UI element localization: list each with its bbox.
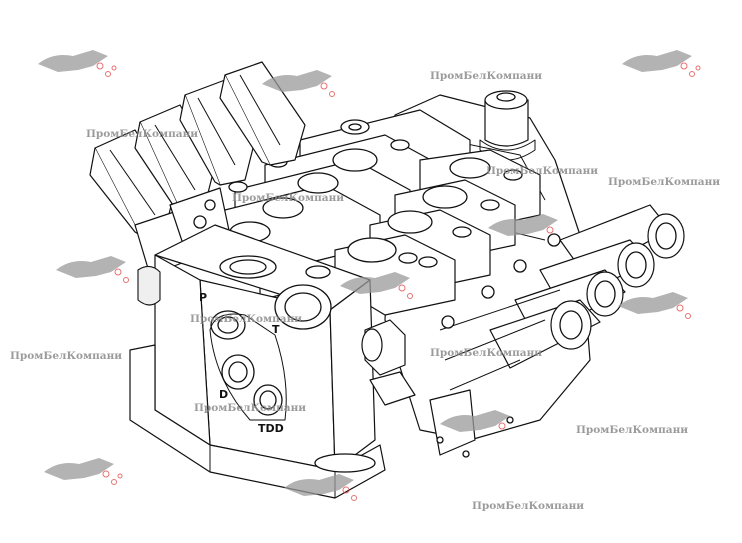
side-fitting xyxy=(361,319,416,406)
spool-end-caps xyxy=(429,204,685,456)
port-label-p: P xyxy=(199,291,207,304)
mounting-bolts xyxy=(193,199,561,458)
watermark-logo xyxy=(262,70,335,97)
watermark-text: ПромБелКомпани xyxy=(486,165,598,177)
port-labels: P T D TDD xyxy=(199,291,284,435)
watermark-logo xyxy=(622,50,701,77)
watermark-logo xyxy=(340,272,413,299)
inlet-section xyxy=(129,224,386,499)
watermark-logo xyxy=(38,50,117,77)
watermark-logos xyxy=(38,50,701,501)
watermark-text: ПромБелКомпани xyxy=(608,176,720,188)
watermark-texts: ПромБелКомпани ПромБелКомпани ПромБелКом… xyxy=(10,70,720,512)
watermark-logo xyxy=(488,214,558,236)
watermark-logo xyxy=(56,256,129,283)
watermark-text: ПромБелКомпани xyxy=(194,402,306,414)
watermark-text: ПромБелКомпани xyxy=(86,128,198,140)
top-plug-fitting xyxy=(479,90,536,161)
watermark-text: ПромБелКомпани xyxy=(472,500,584,512)
watermark-logo xyxy=(618,292,691,319)
watermark-logo xyxy=(44,458,123,485)
watermark-text: ПромБелКомпани xyxy=(430,347,542,359)
watermark-text: ПромБелКомпани xyxy=(190,313,302,325)
watermark-text: ПромБелКомпани xyxy=(232,192,344,204)
watermark-text: ПромБелКомпани xyxy=(10,350,122,362)
port-label-tdd: TDD xyxy=(258,422,284,435)
watermark-logo xyxy=(440,410,510,432)
port-label-d: D xyxy=(219,388,228,401)
watermark-text: ПромБелКомпани xyxy=(430,70,542,82)
watermark-logo xyxy=(284,474,357,501)
watermark-text: ПромБелКомпани xyxy=(576,424,688,436)
port-label-t: T xyxy=(272,323,280,336)
